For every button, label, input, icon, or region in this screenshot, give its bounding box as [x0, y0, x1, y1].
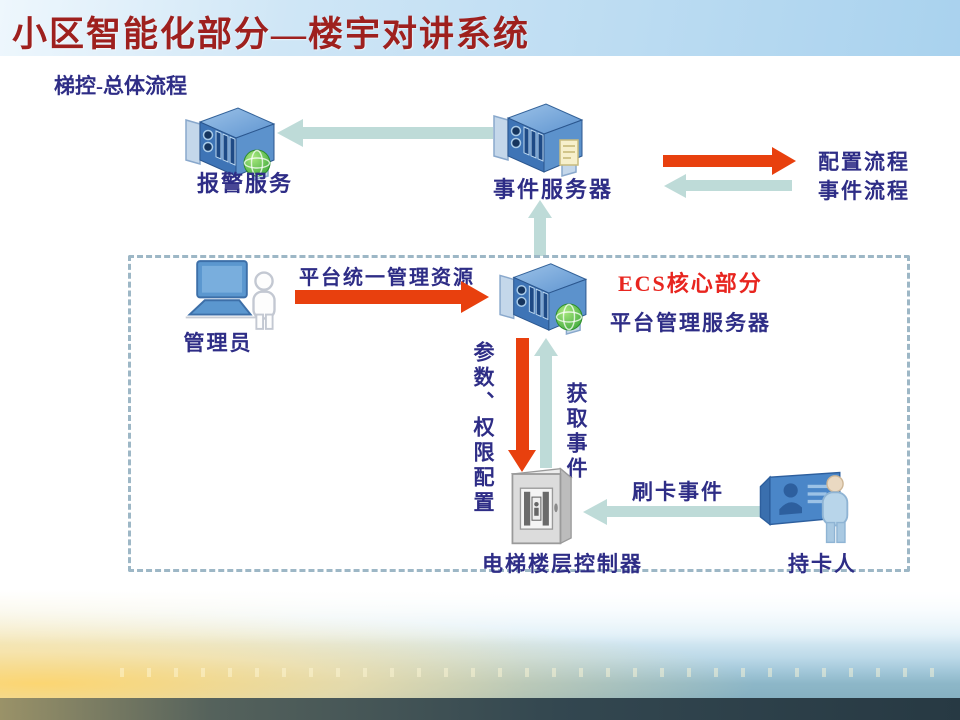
- card-badge: [559, 139, 579, 166]
- event-server-icon: [488, 94, 588, 178]
- ecs-core-box: [128, 255, 910, 572]
- footer-photo-water: [0, 698, 960, 720]
- elevator-controller-icon: [510, 467, 573, 545]
- param-config-arrowhead: [508, 450, 536, 472]
- admin-laptop-person-icon: [185, 260, 276, 330]
- swipe-event-label: 刷卡事件: [632, 480, 724, 504]
- platform-server-icon: [499, 263, 587, 335]
- swipe-event-arrowhead: [583, 499, 607, 525]
- elevator-controller-label: 电梯楼层控制器: [482, 552, 643, 576]
- admin-label: 管理员: [183, 331, 253, 355]
- cardholder-label: 持卡人: [788, 552, 857, 576]
- legend-event-arrowhead: [664, 174, 686, 198]
- param-config-arrow: [516, 338, 529, 451]
- event-to-alarm-arrowhead: [277, 119, 303, 147]
- footer-photo-buildings: [120, 668, 940, 677]
- legend-config-arrow: [663, 155, 773, 167]
- unified-resource-arrowhead: [461, 281, 489, 313]
- unified-resource-arrow: [295, 290, 462, 304]
- event-server-label: 事件服务器: [492, 177, 613, 202]
- alarm-server-label: 报警服务: [196, 171, 293, 196]
- event-to-alarm-arrow: [302, 127, 493, 139]
- unified-resource-label: 平台统一管理资源: [299, 267, 475, 289]
- legend-event-label: 事件流程: [818, 179, 910, 203]
- legend-config-arrowhead: [772, 147, 796, 175]
- legend-config-label: 配置流程: [818, 150, 910, 174]
- cardholder-icon: [759, 471, 849, 544]
- param-config-label: 参数、权限配置: [471, 341, 495, 516]
- section-subtitle: 梯控-总体流程: [54, 74, 187, 98]
- legend-event-arrow: [685, 180, 792, 191]
- platform-server-label: 平台管理服务器: [610, 311, 771, 335]
- swipe-event-arrow: [606, 506, 760, 517]
- platform-to-event-arrow: [534, 217, 546, 256]
- get-event-label: 获取事件: [564, 382, 588, 482]
- ecs-core-label: ECS核心部分: [618, 271, 763, 296]
- get-event-arrow: [540, 355, 552, 468]
- page-title: 小区智能化部分—楼宇对讲系统: [12, 15, 531, 54]
- title-band: 小区智能化部分—楼宇对讲系统: [0, 0, 960, 56]
- get-event-arrowhead: [534, 338, 558, 356]
- platform-to-event-arrowhead: [528, 200, 552, 218]
